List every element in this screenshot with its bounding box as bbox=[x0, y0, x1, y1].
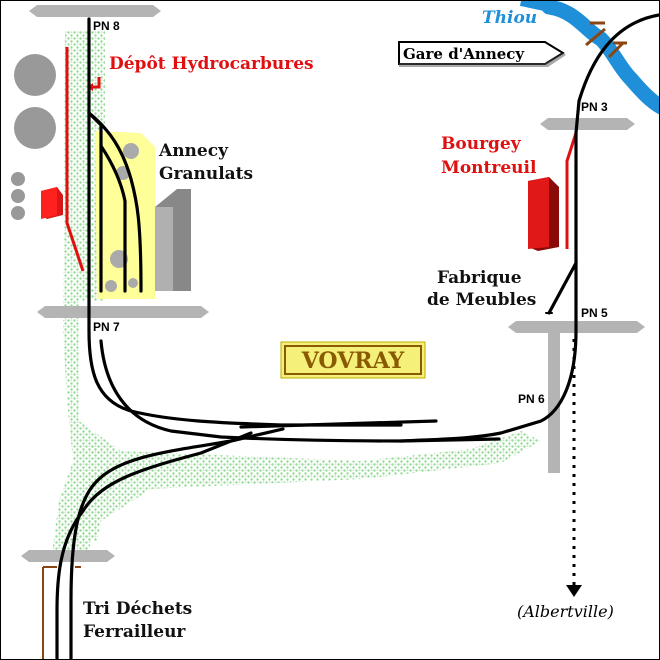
meubles-label-2: de Meubles bbox=[427, 290, 536, 310]
road-pn6 bbox=[548, 327, 560, 473]
road-dechets bbox=[21, 550, 115, 562]
destination-label: (Albertville) bbox=[517, 602, 614, 621]
albertville-link bbox=[566, 339, 582, 597]
arrow-down-icon bbox=[566, 585, 582, 597]
station-sign-annecy: Gare d'Annecy bbox=[398, 41, 566, 67]
depot-pointer bbox=[91, 77, 101, 89]
meubles-label-1: Fabrique bbox=[437, 268, 522, 288]
pn5-label: PN 5 bbox=[581, 306, 608, 320]
road-pn8 bbox=[29, 5, 161, 17]
granulats-label-1: Annecy bbox=[158, 141, 229, 161]
bourgey-label-1: Bourgey bbox=[441, 134, 522, 154]
dechets-label-2: Ferrailleur bbox=[83, 622, 186, 642]
pn3-label: PN 3 bbox=[581, 100, 608, 114]
river-label: Thiou bbox=[482, 8, 537, 28]
brown-details bbox=[42, 21, 627, 659]
pn7-label: PN 7 bbox=[93, 320, 120, 334]
depot-siding bbox=[65, 47, 85, 272]
roads bbox=[21, 5, 645, 562]
bourgey-siding bbox=[565, 132, 578, 249]
title-box: VOVRAY bbox=[280, 341, 426, 379]
bourgey-label-2: Montreuil bbox=[441, 158, 537, 178]
depot-label: Dépôt Hydrocarbures bbox=[109, 54, 314, 74]
dechets-label-1: Tri Déchets bbox=[83, 599, 192, 619]
pn8-label: PN 8 bbox=[93, 19, 120, 33]
map-title: VOVRAY bbox=[301, 348, 405, 374]
road-pn3 bbox=[540, 118, 635, 130]
road-pn7 bbox=[37, 306, 209, 318]
station-annecy-label: Gare d'Annecy bbox=[403, 45, 525, 63]
granulats-label-2: Granulats bbox=[159, 164, 253, 184]
buildings bbox=[41, 177, 559, 251]
red-sidings bbox=[65, 47, 578, 272]
railway-tracks bbox=[55, 13, 659, 659]
pn6-label: PN 6 bbox=[518, 392, 545, 406]
thiou-river bbox=[519, 1, 659, 115]
fuel-tanks bbox=[11, 54, 56, 220]
